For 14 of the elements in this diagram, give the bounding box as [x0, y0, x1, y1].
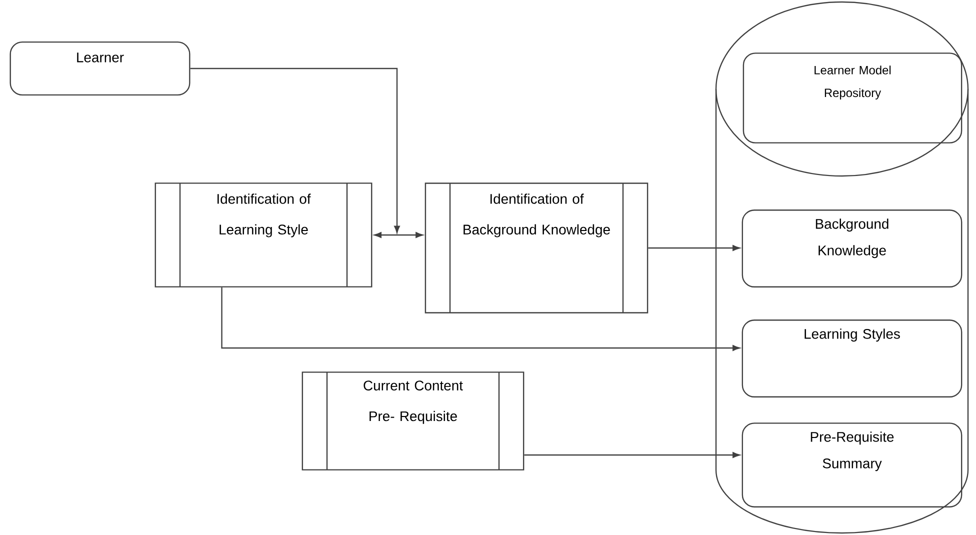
arrow	[524, 452, 740, 458]
arrow	[221, 287, 740, 351]
rounded-box: Learning Styles	[742, 320, 962, 398]
arrow	[374, 232, 423, 238]
arrow	[648, 245, 740, 251]
cylinder-shape	[715, 1, 969, 534]
process-box: Identification of Learning Style	[154, 182, 372, 288]
arrow	[190, 68, 400, 234]
process-box: Current Content Pre- Requisite	[302, 372, 524, 470]
rounded-box: Background Knowledge	[742, 210, 962, 288]
rounded-box: Learner	[10, 41, 190, 96]
rounded-box: Pre-Requisite Summary	[742, 422, 962, 508]
rounded-box: Learner Model Repository	[742, 52, 962, 144]
process-box: Identification of Background Knowledge	[424, 182, 648, 314]
